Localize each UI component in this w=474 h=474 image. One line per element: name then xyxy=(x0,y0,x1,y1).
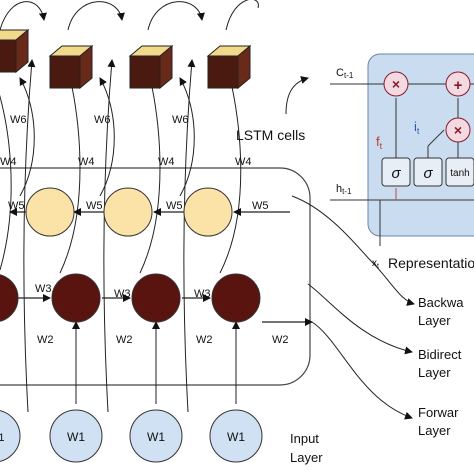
w5-label: W5 xyxy=(252,200,269,212)
forward-links xyxy=(18,294,313,326)
c-prev-label: Ct-1 xyxy=(336,67,354,80)
forget-multiply-gate: × xyxy=(383,71,409,97)
forward-node xyxy=(131,273,181,323)
tanh-box: tanh xyxy=(445,157,474,187)
svg-text:σ: σ xyxy=(391,165,401,182)
w3-label: W3 xyxy=(114,288,131,300)
lstm-caption-arrow xyxy=(285,76,309,115)
w4-label: W4 xyxy=(158,156,175,168)
svg-text:×: × xyxy=(392,76,400,92)
cell-add-gate: + xyxy=(445,71,471,97)
input-multiply-gate: × xyxy=(445,117,471,143)
w1-label: W1 xyxy=(0,432,5,444)
w3-label: W3 xyxy=(194,288,211,300)
input-gate-label: it xyxy=(414,119,420,136)
w2-label: W2 xyxy=(37,334,54,346)
input-node-weight: W1 xyxy=(227,430,245,444)
input-node-weight: W1 xyxy=(67,430,85,444)
w6-label: W6 xyxy=(172,114,189,126)
w5-label: W5 xyxy=(86,200,103,212)
backward-node xyxy=(103,187,153,237)
weight-labels: W6 W6 W6 W4 W4 W4 W4 W5 W5 W5 W5 W3 W3 W… xyxy=(0,114,289,444)
w6-label: W6 xyxy=(94,114,111,126)
layers-container xyxy=(0,167,311,386)
forward-node xyxy=(51,273,101,323)
output-cube xyxy=(0,28,30,74)
backward-node xyxy=(25,187,75,237)
forget-gate-label: ft xyxy=(376,134,383,151)
w2-label: W2 xyxy=(196,334,213,346)
svg-text:σ: σ xyxy=(423,165,433,182)
sigma-input-box: σ xyxy=(413,157,443,187)
legend-pointers xyxy=(291,195,415,420)
w2-label: W2 xyxy=(272,334,289,346)
svg-text:tanh: tanh xyxy=(450,168,469,179)
input-node-weight: W1 xyxy=(147,430,165,444)
input-layer: W1 W1 W1 xyxy=(0,409,263,463)
output-cube xyxy=(128,44,174,90)
lstm-cell-representation: Ct-1 ht-1 xt × + × ft it σ σ xyxy=(330,53,474,271)
forward-node xyxy=(211,273,261,323)
skip-wires xyxy=(0,0,259,413)
x-t-label: xt xyxy=(372,258,379,270)
representation-caption: Representatio xyxy=(388,255,474,271)
w6-label: W6 xyxy=(10,114,27,126)
backward-node xyxy=(183,187,233,237)
svg-text:+: + xyxy=(454,77,463,94)
input-node xyxy=(0,410,21,462)
output-layer xyxy=(0,28,252,90)
w3-label: W3 xyxy=(35,283,52,295)
input-node: W1 xyxy=(129,409,183,463)
w5-label: W5 xyxy=(166,200,183,212)
output-cube xyxy=(206,44,252,90)
w2-label: W2 xyxy=(116,334,133,346)
w4-label: W4 xyxy=(235,156,252,168)
lstm-cells-caption: LSTM cells xyxy=(236,127,305,143)
forward-layer xyxy=(0,273,261,323)
output-cube xyxy=(48,44,94,90)
input-node: W1 xyxy=(49,409,103,463)
backward-layer xyxy=(25,187,233,237)
w4-label: W4 xyxy=(0,156,17,168)
svg-text:×: × xyxy=(454,122,462,138)
w5-label: W5 xyxy=(8,200,25,212)
lstm-cell-box xyxy=(367,53,474,237)
forward-node xyxy=(0,274,19,322)
sigma-forget-box: σ xyxy=(381,157,411,187)
h-prev-label: ht-1 xyxy=(336,183,352,196)
input-node: W1 xyxy=(209,409,263,463)
w4-label: W4 xyxy=(78,156,95,168)
